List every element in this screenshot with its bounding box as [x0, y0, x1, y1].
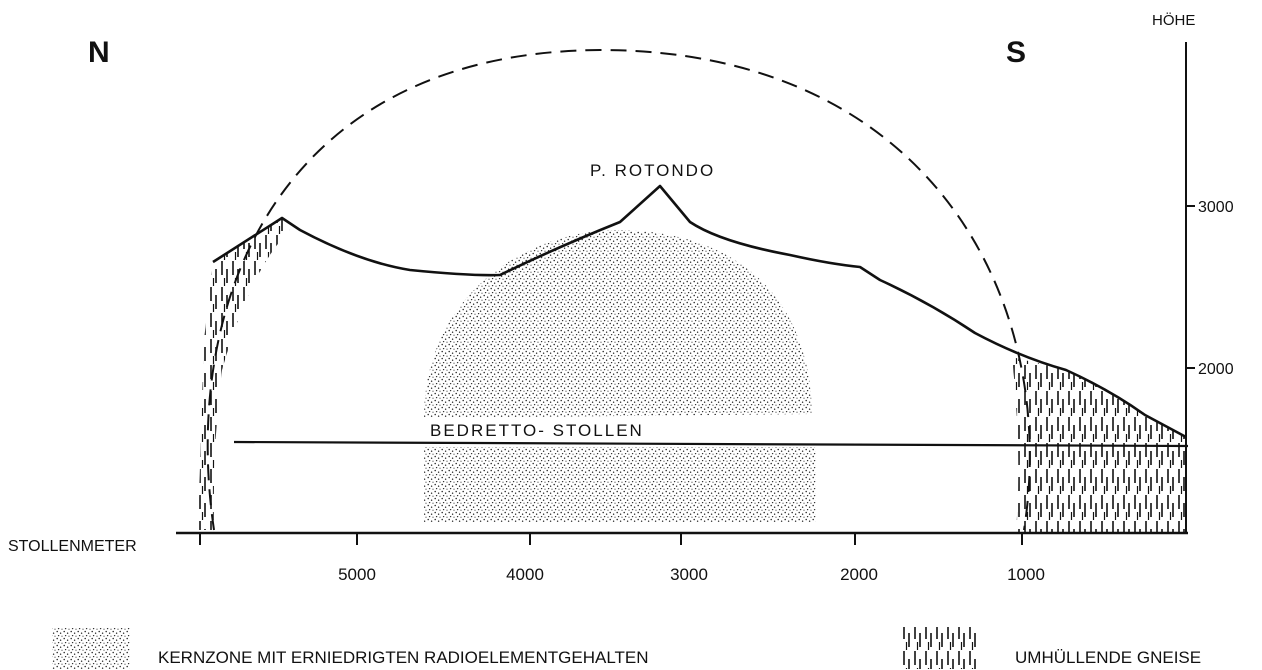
baseline-axis-label: STOLLENMETER	[8, 538, 137, 555]
x-tick-label-5000: 5000	[338, 565, 376, 584]
legend-label-gneiss: UMHÜLLENDE GNEISE	[1015, 648, 1201, 667]
gneiss-south	[1012, 357, 1186, 532]
core-zone-lower	[424, 447, 816, 523]
y-tick-label-3000: 3000	[1198, 199, 1234, 216]
tunnel-label: BEDRETTO- STOLLEN	[430, 421, 644, 440]
terrain-profile	[212, 184, 1187, 439]
south-label: S	[1006, 36, 1026, 69]
tunnel-line	[233, 440, 1189, 448]
gneiss-north	[198, 218, 290, 530]
x-tick-label-3000: 3000	[670, 565, 708, 584]
y-tick-label-2000: 2000	[1198, 361, 1234, 378]
legend-label-core-zone: KERNZONE MIT ERNIEDRIGTEN RADIOELEMENTGE…	[158, 648, 649, 667]
x-tick-label-1000: 1000	[1007, 565, 1045, 584]
elevation-axis-label: HÖHE	[1152, 11, 1195, 29]
north-label: N	[88, 36, 110, 69]
x-tick-label-2000: 2000	[840, 565, 878, 584]
dome-outline	[206, 48, 1031, 531]
legend-swatch-gneiss	[902, 627, 978, 669]
x-tick-label-4000: 4000	[506, 565, 544, 584]
peak-label: P. ROTONDO	[590, 161, 715, 180]
legend-swatch-core-zone	[52, 627, 130, 669]
core-zone-upper	[424, 230, 812, 418]
